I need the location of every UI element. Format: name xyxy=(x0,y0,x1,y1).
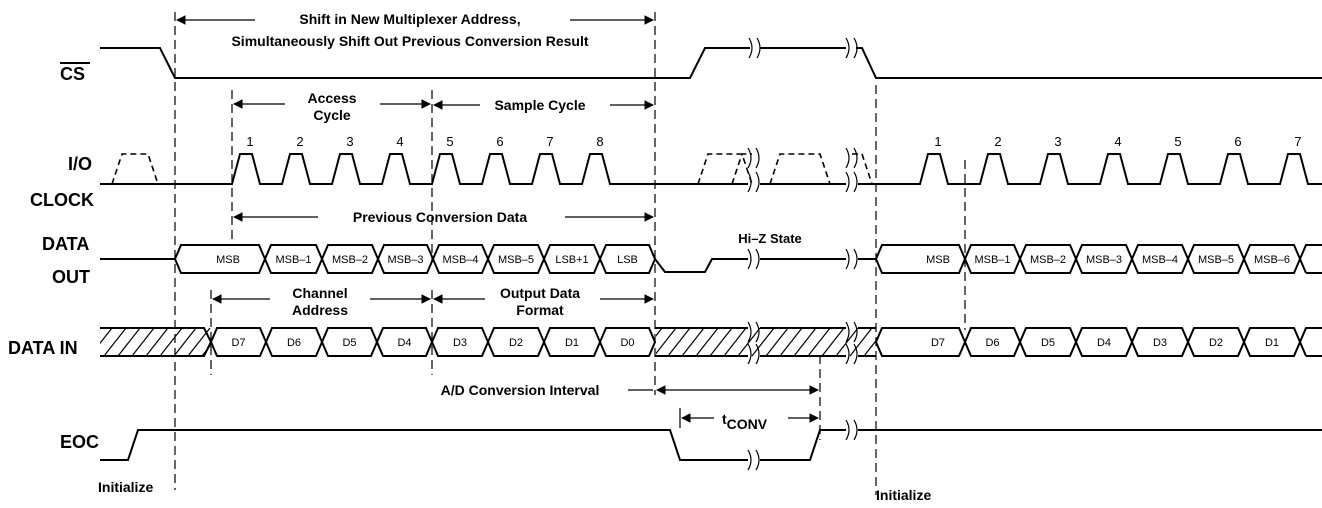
tconv-label: tCONV xyxy=(722,411,768,432)
clock-number-b-1: 1 xyxy=(934,134,941,149)
guide-lines xyxy=(174,12,966,495)
channel-address-label-1: Channel xyxy=(292,285,347,301)
clock-conversion-pulses-dashed xyxy=(697,153,873,185)
dataout-idle-lines xyxy=(100,258,876,273)
clock-number-group-2: 1 2 3 4 5 6 7 xyxy=(934,134,1301,149)
clock-signal-label: CLOCK xyxy=(30,190,94,210)
channel-address-label-2: Address xyxy=(292,302,348,318)
clock-number-b-5: 5 xyxy=(1174,134,1181,149)
datain-b-cell-label-7: D1 xyxy=(1265,337,1279,349)
clock-number-a-8: 8 xyxy=(596,134,603,149)
clock-break-marks xyxy=(747,147,858,193)
datain-tail xyxy=(1299,327,1322,357)
datain-a-cell-label-3: D5 xyxy=(342,337,356,349)
datain-a-cell-label-6: D2 xyxy=(509,337,523,349)
clock-number-b-4: 4 xyxy=(1114,134,1121,149)
cs-break-marks xyxy=(748,37,858,59)
output-format-label-1: Output Data xyxy=(500,285,580,301)
dataout-b-cell-label-4: MSB–3 xyxy=(1086,254,1122,266)
eoc-break-marks xyxy=(747,419,858,471)
dataout-b-cell-label-2: MSB–1 xyxy=(974,254,1010,266)
dataout-a-cell-label-4: MSB–3 xyxy=(387,254,423,266)
cs-waveform xyxy=(100,47,1322,79)
eoc-waveform xyxy=(100,429,1322,461)
clock-number-a-1: 1 xyxy=(246,134,253,149)
cs-signal-label: CS xyxy=(60,64,85,84)
shift-annotation-line2: Simultaneously Shift Out Previous Conver… xyxy=(231,33,588,49)
datain-b-cell-label-1: D7 xyxy=(931,337,945,349)
initialize-label-right: Initialize xyxy=(876,487,931,503)
access-cycle-label-2: Cycle xyxy=(313,107,351,123)
clock-number-a-5: 5 xyxy=(446,134,453,149)
clock-number-a-7: 7 xyxy=(546,134,553,149)
dataout-a-cell-label-5: MSB–4 xyxy=(442,254,478,266)
datain-b-cell-label-5: D3 xyxy=(1153,337,1167,349)
datain-b-cell-1 xyxy=(874,327,967,357)
dataout-b-cell-label-6: MSB–5 xyxy=(1198,254,1234,266)
dataout-a-cell-label-2: MSB–1 xyxy=(275,254,311,266)
datain-a-cell-8 xyxy=(598,327,657,357)
dataout-a-cell-label-1: MSB xyxy=(216,254,240,266)
dataout-break-marks xyxy=(747,248,858,270)
hiz-state-label: Hi–Z State xyxy=(738,231,802,246)
previous-conversion-label: Previous Conversion Data xyxy=(353,209,527,225)
dataout-a-cell-label-3: MSB–2 xyxy=(332,254,368,266)
datain-hatch-before xyxy=(100,327,213,357)
dataout-b-cell-label-5: MSB–4 xyxy=(1142,254,1178,266)
clock-idle-pulse-dashed xyxy=(111,153,159,185)
sample-cycle-label: Sample Cycle xyxy=(494,97,585,113)
datain-hatch-conversion xyxy=(655,321,876,365)
clock-number-a-2: 2 xyxy=(296,134,303,149)
dataout-b-cell-label-1: MSB xyxy=(926,254,950,266)
clock-number-b-7: 7 xyxy=(1294,134,1301,149)
datain-a-cell-label-7: D1 xyxy=(565,337,579,349)
datain-a-cell-label-1: D7 xyxy=(231,337,245,349)
dataout-a-cell-8 xyxy=(598,244,657,274)
eoc-signal-label: EOC xyxy=(60,432,99,452)
dataout-cells: MSB MSB–1 MSB–2 MSB–3 MSB–4 MSB–5 LSB+1 LSB MSB M… xyxy=(173,244,1322,274)
datain-signal-label: DATA IN xyxy=(8,338,78,358)
datain-a-cell-label-8: D0 xyxy=(620,337,634,349)
dataout-b-cell-label-7: MSB–6 xyxy=(1254,254,1290,266)
io-signal-label: I/O xyxy=(68,154,92,174)
dataout-a-cell-label-7: LSB+1 xyxy=(555,254,588,266)
datain-a-cell-label-2: D6 xyxy=(287,337,301,349)
clock-number-b-3: 3 xyxy=(1054,134,1061,149)
dataout-a-cell-label-6: MSB–5 xyxy=(498,254,534,266)
datain-a-cell-label-4: D4 xyxy=(397,337,411,349)
clock-number-a-3: 3 xyxy=(346,134,353,149)
datain-b-cell-label-4: D4 xyxy=(1097,337,1111,349)
datain-b-cell-label-3: D5 xyxy=(1041,337,1055,349)
datain-cells: D7 D6 D5 D4 D3 D2 D1 D0 D7 D6 D5 D4 D3 D2 D1 xyxy=(209,327,1322,357)
shift-annotation-line1: Shift in New Multiplexer Address, xyxy=(299,11,520,27)
clock-number-group-1: 1 2 3 4 5 6 7 8 xyxy=(246,134,603,149)
datain-a-cell-label-5: D3 xyxy=(453,337,467,349)
dataout-b-cell-label-3: MSB–2 xyxy=(1030,254,1066,266)
dataout-tail xyxy=(1299,244,1322,274)
dataout-signal-label-1: DATA xyxy=(42,234,89,254)
clock-number-b-2: 2 xyxy=(994,134,1001,149)
clock-number-b-6: 6 xyxy=(1234,134,1241,149)
clock-number-a-6: 6 xyxy=(496,134,503,149)
datain-b-cell-label-6: D2 xyxy=(1209,337,1223,349)
ad-conversion-label: A/D Conversion Interval xyxy=(441,382,600,398)
access-cycle-label-1: Access xyxy=(307,90,356,106)
dataout-a-cell-label-8: LSB xyxy=(617,254,638,266)
initialize-label-left: Initialize xyxy=(98,479,153,495)
dataout-b-cell-1 xyxy=(874,244,967,274)
clock-number-a-4: 4 xyxy=(396,134,403,149)
dataout-signal-label-2: OUT xyxy=(52,267,90,287)
output-format-label-2: Format xyxy=(516,302,564,318)
datain-b-cell-label-2: D6 xyxy=(985,337,999,349)
clock-waveform xyxy=(100,153,1322,185)
